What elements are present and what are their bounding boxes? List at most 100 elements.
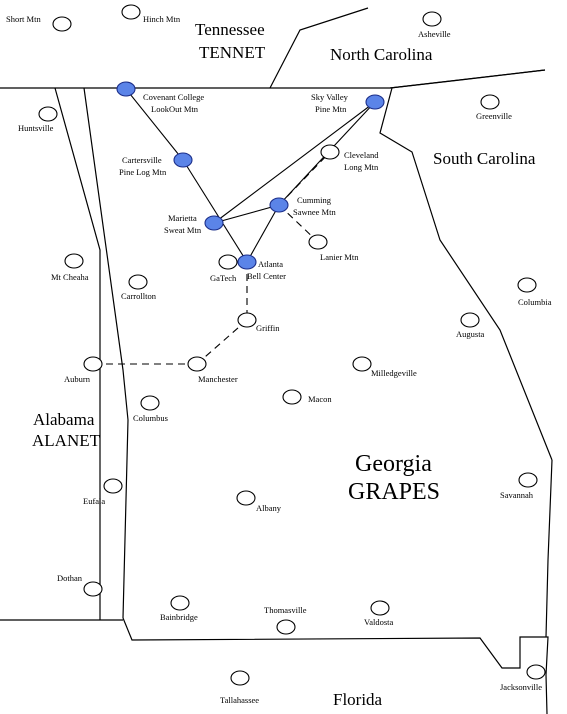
savannah-site[interactable] <box>518 472 538 488</box>
south-carolina-label: South Carolina <box>433 149 536 168</box>
link-marietta-skyvalley <box>213 101 376 224</box>
tennessee-label: Tennessee <box>195 20 265 39</box>
valdosta-site[interactable] <box>370 600 390 616</box>
eufala-label: Eufala <box>83 496 105 506</box>
georgia-label: Georgia <box>355 451 432 477</box>
link-cumming-lanier <box>278 204 319 243</box>
cartersville-label-1: Cartersville <box>122 155 162 165</box>
augusta-label: Augusta <box>456 329 485 339</box>
asheville-site[interactable] <box>422 11 442 27</box>
tennet-label: TENNET <box>199 43 266 62</box>
gatech-label: GaTech <box>210 273 237 283</box>
griffin-site[interactable] <box>237 312 257 328</box>
active-sites <box>116 81 385 270</box>
cleveland-label-2: Long Mtn <box>344 162 379 172</box>
valdosta-label: Valdosta <box>364 617 394 627</box>
grapes-label: GRAPES <box>348 479 440 505</box>
griffin-label: Griffin <box>256 323 280 333</box>
sky-valley-site[interactable] <box>365 94 385 110</box>
marietta-label-2: Sweat Mtn <box>164 225 202 235</box>
columbia-site[interactable] <box>517 277 537 293</box>
manchester-label: Manchester <box>198 374 238 384</box>
sky-valley-label-2: Pine Mtn <box>315 104 347 114</box>
auburn-site[interactable] <box>83 356 103 372</box>
carrollton-site[interactable] <box>128 274 148 290</box>
tn-nc-border <box>269 7 369 89</box>
sky-valley-label-1: Sky Valley <box>311 92 349 102</box>
alanet-label: ALANET <box>32 431 101 450</box>
site-labels: Short Mtn Hinch Mtn Asheville Covenant C… <box>6 14 552 705</box>
savannah-label: Savannah <box>500 490 534 500</box>
al-northern-border <box>54 87 101 620</box>
link-cumming-atlanta <box>246 204 280 263</box>
huntsville-site[interactable] <box>38 106 58 122</box>
macon-label: Macon <box>308 394 332 404</box>
thomasville-label: Thomasville <box>264 605 307 615</box>
covenant-college-site[interactable] <box>116 81 136 97</box>
carrollton-label: Carrollton <box>121 291 157 301</box>
greenville-label: Greenville <box>476 111 512 121</box>
covenant-label-1: Covenant College <box>143 92 204 102</box>
gatech-site[interactable] <box>218 254 238 270</box>
hinch-mtn-site[interactable] <box>121 4 141 20</box>
cartersville-site[interactable] <box>173 152 193 168</box>
columbia-label: Columbia <box>518 297 552 307</box>
link-cartersville-atlanta <box>182 159 248 263</box>
columbus-label: Columbus <box>133 413 168 423</box>
dothan-label: Dothan <box>57 573 83 583</box>
augusta-site[interactable] <box>460 312 480 328</box>
tallahassee-label: Tallahassee <box>220 695 259 705</box>
cleveland-label-1: Cleveland <box>344 150 379 160</box>
albany-label: Albany <box>256 503 282 513</box>
atlanta-label-2: Bell Center <box>247 271 286 281</box>
tallahassee-site[interactable] <box>230 670 250 686</box>
bainbridge-site[interactable] <box>170 595 190 611</box>
ga-coast <box>545 459 553 638</box>
tn-southern-border <box>0 69 546 89</box>
alabama-label: Alabama <box>33 410 95 429</box>
lanier-label: Lanier Mtn <box>320 252 359 262</box>
bainbridge-label: Bainbridge <box>160 612 198 622</box>
manchester-site[interactable] <box>187 356 207 372</box>
columbus-site[interactable] <box>140 395 160 411</box>
eufala-site[interactable] <box>103 478 123 494</box>
milledgeville-site[interactable] <box>352 356 372 372</box>
albany-site[interactable] <box>236 490 256 506</box>
ga-al-border <box>83 87 129 619</box>
dothan-site[interactable] <box>83 581 103 597</box>
lanier-site[interactable] <box>308 234 328 250</box>
link-cumming-cleveland <box>278 151 331 206</box>
link-griffin-manchester <box>196 319 248 365</box>
covenant-label-2: LookOut Mtn <box>151 104 199 114</box>
hinch-mtn-label: Hinch Mtn <box>143 14 181 24</box>
thomasville-site[interactable] <box>276 619 296 635</box>
jacksonville-site[interactable] <box>526 664 546 680</box>
marietta-label-1: Marietta <box>168 213 197 223</box>
cumming-site[interactable] <box>269 197 289 213</box>
north-carolina-label: North Carolina <box>330 45 433 64</box>
short-mtn-site[interactable] <box>52 16 72 32</box>
huntsville-label: Huntsville <box>18 123 54 133</box>
auburn-label: Auburn <box>64 374 91 384</box>
atlanta-site[interactable] <box>237 254 257 270</box>
mt-cheaha-site[interactable] <box>64 253 84 269</box>
asheville-label: Asheville <box>418 29 451 39</box>
short-mtn-label: Short Mtn <box>6 14 41 24</box>
mt-cheaha-label: Mt Cheaha <box>51 272 89 282</box>
florida-label: Florida <box>333 690 383 709</box>
milledgeville-label: Milledgeville <box>371 368 417 378</box>
state-labels: Tennessee TENNET North Carolina South Ca… <box>32 20 536 709</box>
cumming-label-1: Cumming <box>297 195 332 205</box>
ga-sc-border <box>379 87 553 461</box>
greenville-site[interactable] <box>480 94 500 110</box>
marietta-site[interactable] <box>204 215 224 231</box>
state-borders <box>0 7 553 714</box>
nc-sc-border <box>389 69 546 89</box>
ga-fl-border <box>122 617 549 714</box>
link-marietta-cumming <box>213 204 280 224</box>
macon-site[interactable] <box>282 389 302 405</box>
atlanta-label-1: Atlanta <box>258 259 283 269</box>
jacksonville-label: Jacksonville <box>500 682 542 692</box>
cleveland-site[interactable] <box>320 144 340 160</box>
